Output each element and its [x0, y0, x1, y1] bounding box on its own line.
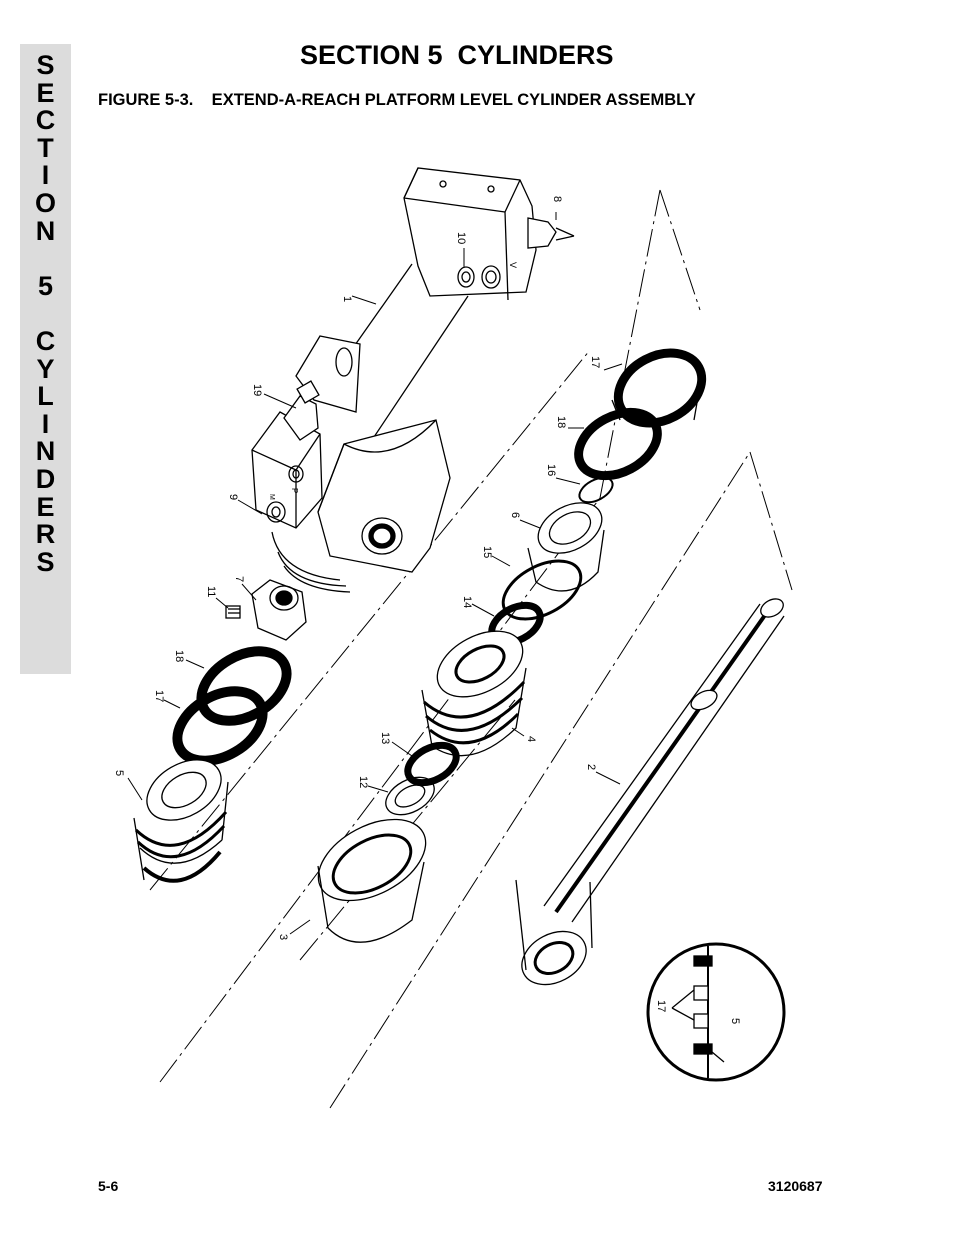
side-tab-letter: L: [37, 381, 54, 412]
callout-5: 5: [113, 770, 125, 776]
callout-12: 12: [357, 776, 369, 788]
side-tab-letter: O: [34, 187, 56, 218]
side-tab-letter: C: [35, 325, 56, 356]
piston-rod-part-2: [515, 598, 785, 986]
side-tab-letter: T: [37, 132, 54, 163]
seal-rings-right-18-17: [574, 348, 707, 481]
callout-17-detail: 17: [655, 1000, 667, 1012]
callout-7: 7: [233, 576, 245, 582]
phantom-guide-lines: [149, 189, 793, 1109]
callout-1: 1: [341, 296, 353, 302]
callout-9: 9: [227, 494, 239, 500]
callout-17-left: 17: [153, 690, 165, 702]
cylinder-head-part-5: [133, 759, 229, 883]
callout-13: 13: [379, 732, 391, 744]
valve-mark-p: P: [290, 488, 299, 493]
side-tab-letter: 5: [37, 270, 54, 301]
piston-part-4: [421, 630, 527, 757]
callout-6: 6: [509, 512, 521, 518]
cylinder-barrel-part-1: [271, 167, 575, 593]
valve-mark-m: M: [268, 494, 275, 500]
figure-title: FIGURE 5-3. EXTEND-A-REACH PLATFORM LEVE…: [98, 91, 696, 109]
side-tab-letter: S: [36, 50, 55, 80]
seal-rings-left-18-17: [172, 646, 292, 766]
section-title: SECTION 5 CYLINDERS: [300, 40, 614, 70]
callout-19: 19: [251, 384, 263, 396]
document-number: 3120687: [768, 1178, 823, 1194]
page-number: 5-6: [98, 1178, 119, 1194]
side-tab-letter: S: [36, 546, 55, 577]
side-tab-letter: N: [35, 215, 56, 246]
seal-detail-circle: [646, 942, 786, 1082]
callout-leaders: [127, 212, 623, 935]
callout-numbers: 1 19 9 11 7 18 17 5 3 12 13 14 15 6 16 1…: [113, 196, 741, 1024]
callout-18-left: 18: [173, 650, 185, 662]
side-tab-letter: N: [35, 436, 56, 467]
callout-8: 8: [551, 196, 563, 202]
side-tab-letter: D: [35, 463, 56, 494]
callout-3: 3: [277, 934, 289, 940]
valve-mark-v: V: [508, 262, 518, 268]
side-tab-letter: C: [35, 105, 56, 136]
side-tab-letter: I: [41, 408, 50, 439]
spacer-sleeve-part-6: [527, 502, 605, 592]
valve-block-part-9: [251, 380, 323, 529]
side-tab-letter: E: [36, 77, 55, 108]
callout-18-right: 18: [555, 416, 567, 428]
callout-14: 14: [461, 596, 473, 608]
callout-11: 11: [205, 586, 217, 597]
side-tab-letter: R: [35, 519, 56, 550]
side-tab-letter: E: [36, 491, 55, 522]
callout-16: 16: [545, 464, 557, 476]
callout-5-detail: 5: [729, 1018, 741, 1024]
callout-4: 4: [525, 736, 537, 742]
barrel-nut-part-3: [317, 818, 427, 943]
callout-2: 2: [585, 764, 597, 770]
callout-17-right: 17: [589, 356, 601, 368]
callout-10: 10: [455, 232, 467, 244]
callout-15: 15: [481, 546, 493, 558]
side-tab-letter: Y: [36, 353, 55, 384]
fitting-part-7: [225, 579, 307, 641]
side-tab-letter: I: [41, 160, 50, 191]
